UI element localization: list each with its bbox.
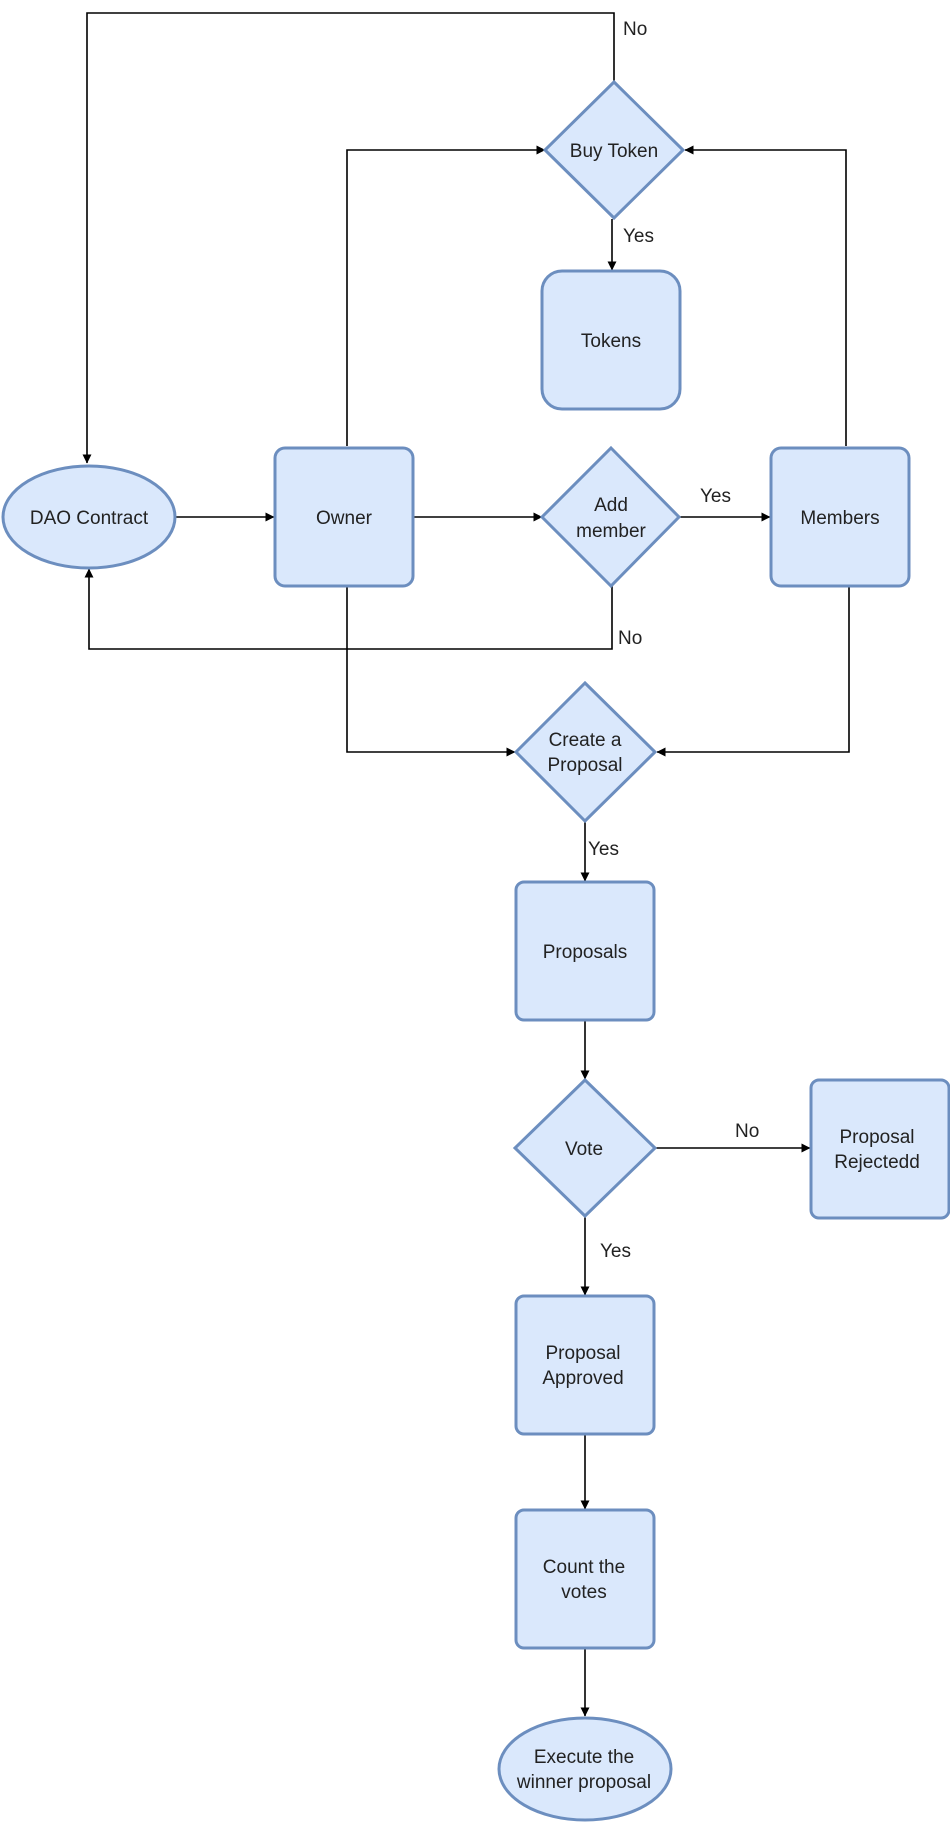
edge-add-member-no-to-dao [84,568,613,650]
node-owner [273,446,415,588]
node-create-proposal [513,680,658,824]
node-proposal-approved [514,1294,656,1436]
edge-owner-to-create-proposal [346,586,516,757]
node-add-member [539,445,682,589]
node-buy-token [542,79,686,221]
node-dao-contract-label: DAO Contract [30,508,149,529]
node-create-proposal-line2: Proposal [548,755,623,776]
node-execute-winner [497,1716,673,1822]
edge-members-to-buy-token [684,145,847,446]
edge-label-buy-token-yes: Yes [623,226,654,247]
node-vote [512,1077,658,1219]
node-add-member-line1: Add [594,495,628,516]
edge-buy-token-no-to-dao [82,12,615,464]
node-create-proposal-line1: Create a [549,730,622,751]
node-members-label: Members [800,508,879,529]
node-members [769,446,911,588]
node-proposal-rejected-line2: Rejectedd [834,1152,920,1173]
edge-label-vote-yes: Yes [600,1241,631,1262]
edge-label-add-member-yes: Yes [700,486,731,507]
node-proposals [514,880,656,1022]
edge-label-vote-no: No [735,1121,759,1142]
node-proposals-label: Proposals [543,942,628,963]
edge-owner-to-buy-token [346,145,546,446]
node-count-votes-line1: Count the [543,1557,625,1578]
node-tokens-label: Tokens [581,331,641,352]
node-execute-winner-line1: Execute the [534,1747,634,1768]
node-count-votes [514,1508,656,1650]
node-tokens [540,269,682,411]
node-add-member-line2: member [576,521,646,542]
node-owner-label: Owner [316,508,373,529]
node-proposal-rejected [809,1078,950,1220]
node-buy-token-label: Buy Token [570,141,658,162]
edge-label-add-member-no: No [618,628,642,649]
node-execute-winner-line2: winner proposal [516,1772,651,1793]
node-proposal-rejected-line1: Proposal [840,1127,915,1148]
edge-label-buy-token-no: No [623,19,647,40]
node-proposal-approved-line2: Approved [542,1368,623,1389]
edge-members-to-create-proposal [656,586,850,757]
node-dao-contract [1,464,177,570]
edge-label-create-proposal-yes: Yes [588,839,619,860]
node-vote-label: Vote [565,1139,603,1160]
node-count-votes-line2: votes [561,1582,606,1603]
node-proposal-approved-line1: Proposal [546,1343,621,1364]
